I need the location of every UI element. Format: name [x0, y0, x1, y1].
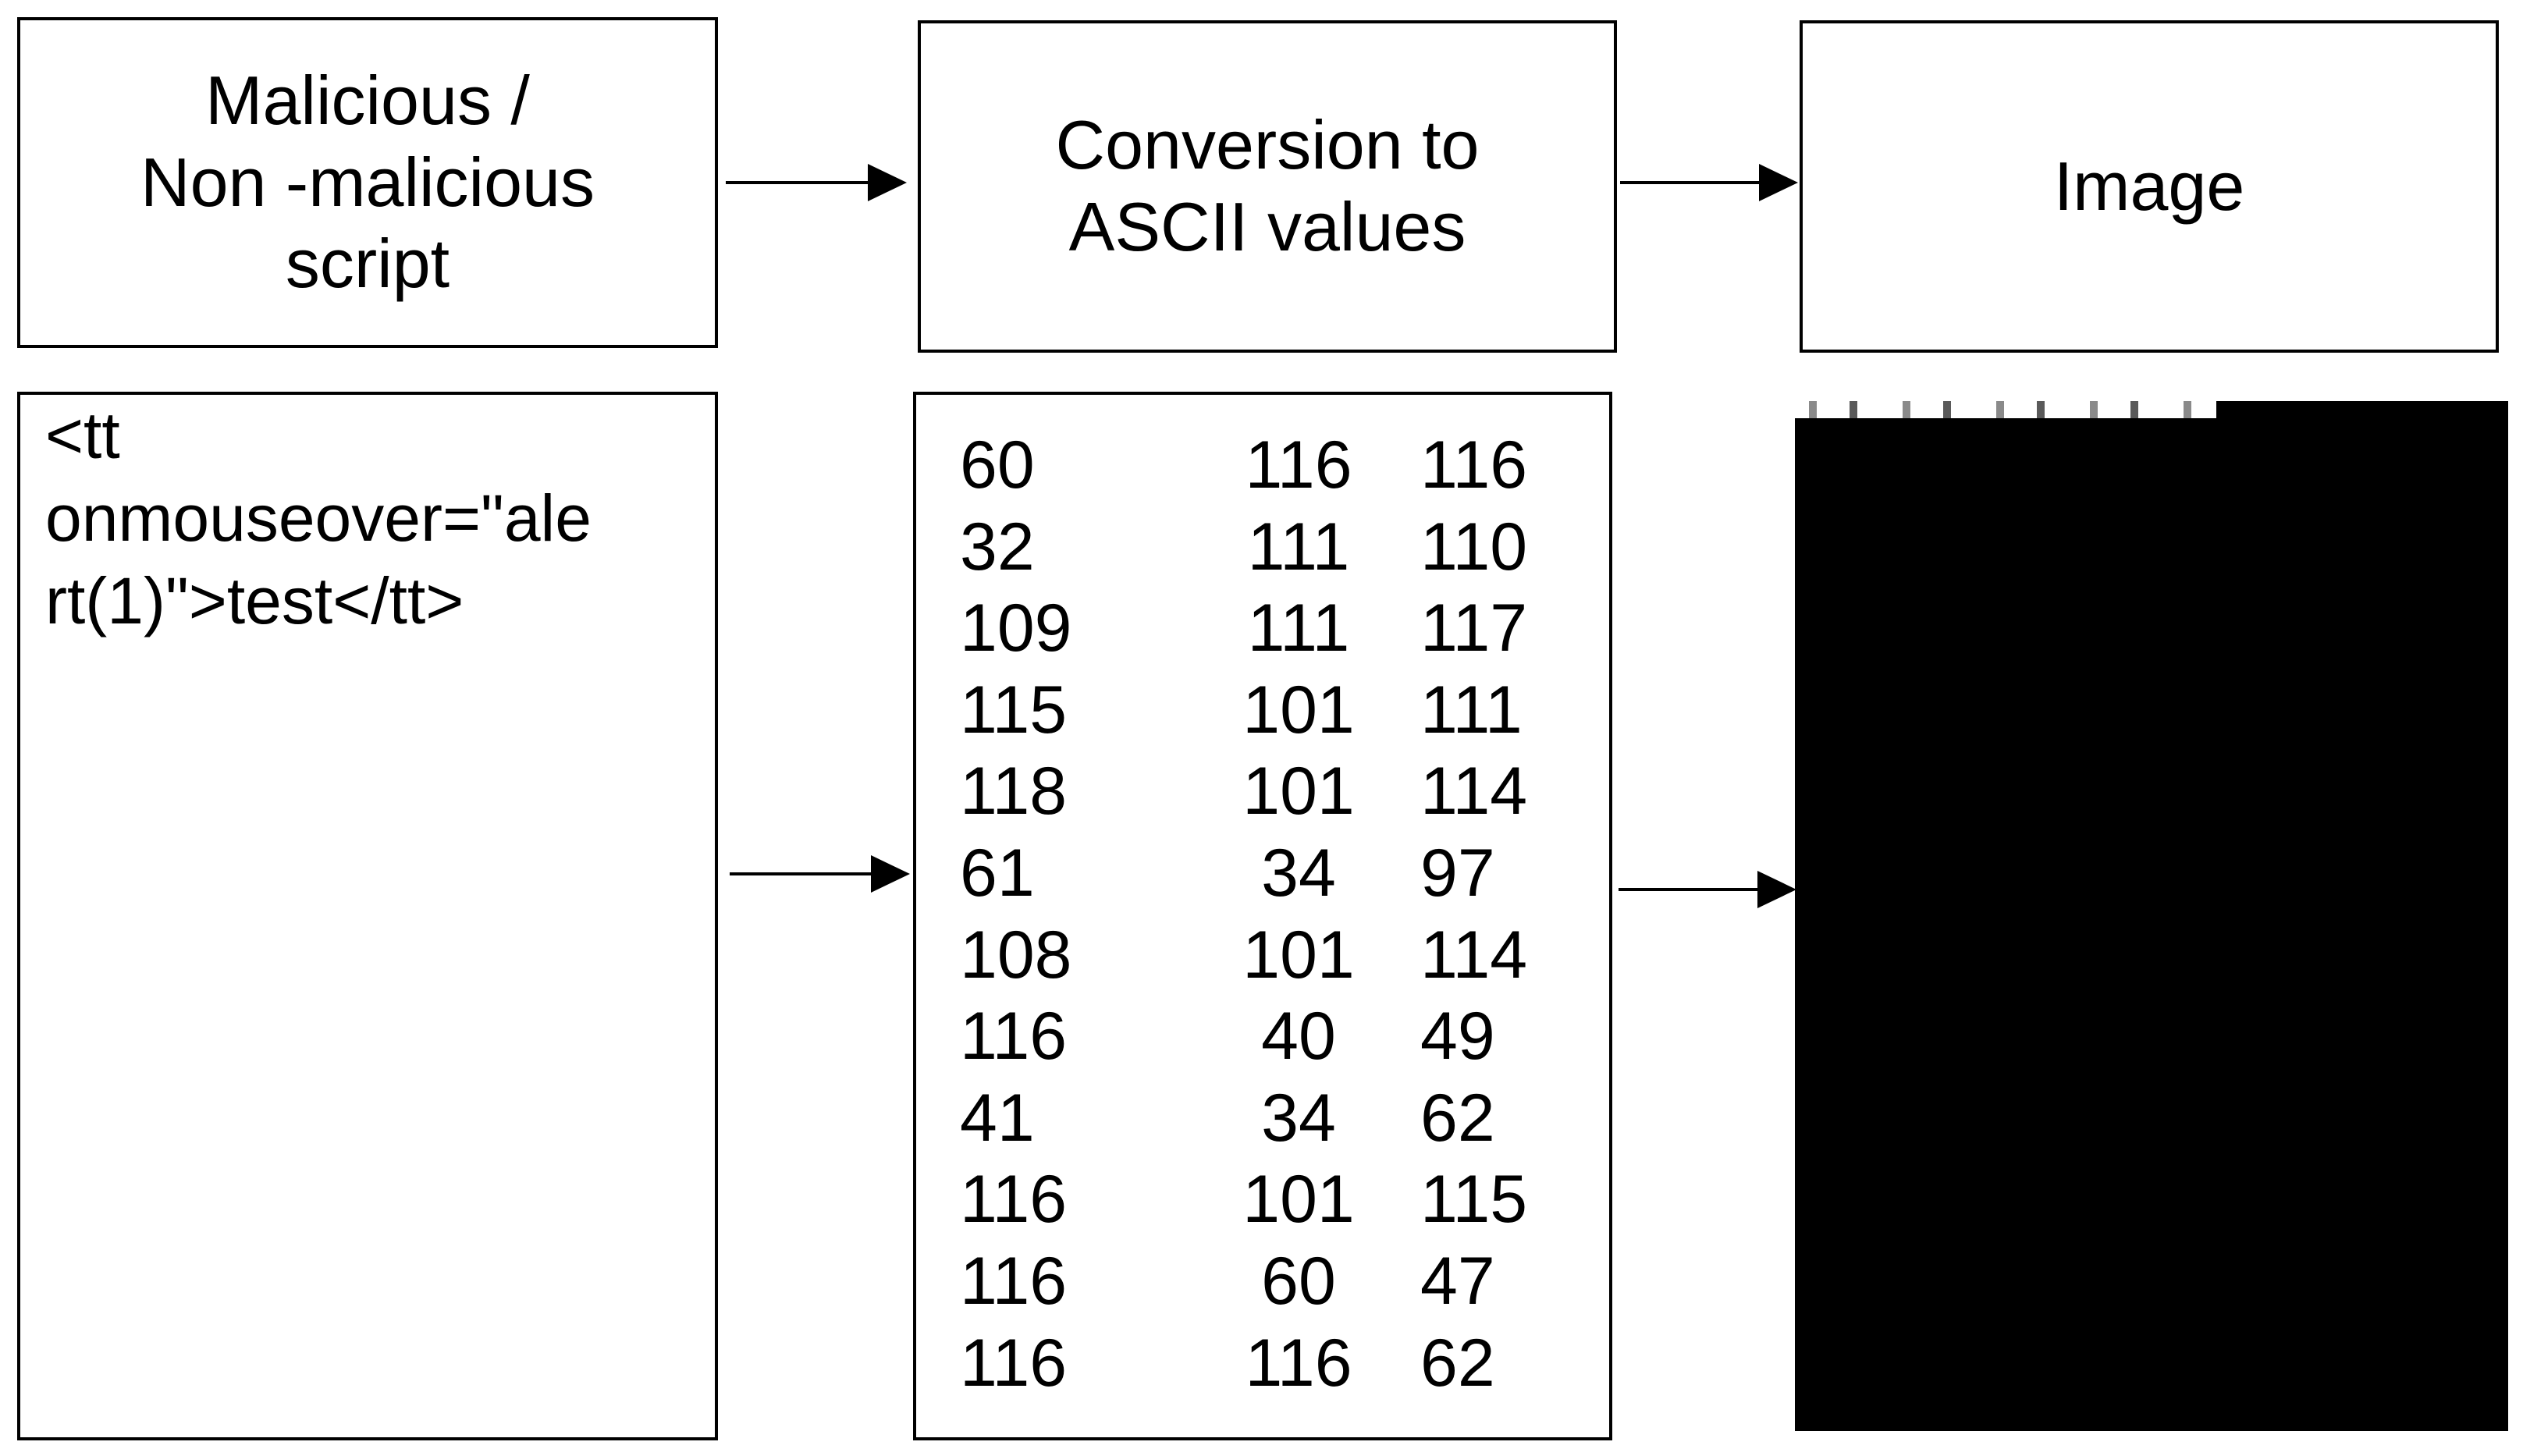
ascii-row: 32 111 110	[960, 506, 1659, 588]
ascii-value: 62	[1420, 1325, 1495, 1401]
ascii-value: 110	[1420, 509, 1528, 584]
ascii-row: 108 101 114	[960, 914, 1659, 996]
ascii-value: 116	[1245, 1325, 1352, 1401]
ascii-row: 118 101 114	[960, 751, 1659, 833]
ascii-value: 40	[1261, 999, 1336, 1074]
ascii-row: 116 116 62	[960, 1323, 1659, 1405]
ascii-value: 117	[1420, 591, 1528, 666]
ascii-value: 116	[960, 1325, 1068, 1401]
script-type-box: Malicious / Non -malicious script	[17, 17, 718, 348]
ascii-value: 101	[1242, 917, 1355, 993]
conversion-box: Conversion to ASCII values	[918, 20, 1617, 353]
ascii-value: 111	[1420, 672, 1523, 748]
ascii-value: 34	[1261, 1080, 1336, 1156]
ascii-row: 60 116 116	[960, 424, 1659, 506]
result-image-top-pixels	[1795, 401, 2216, 418]
sample-script-box	[17, 392, 718, 1440]
ascii-value: 116	[1420, 428, 1528, 502]
image-label: Image	[2053, 147, 2245, 225]
ascii-row: 41 34 62	[960, 1078, 1659, 1159]
ascii-value: 41	[960, 1080, 1035, 1156]
ascii-row: 116 101 115	[960, 1159, 1659, 1241]
ascii-value: 114	[1420, 754, 1528, 829]
ascii-value: 116	[1245, 428, 1352, 502]
ascii-row: 109 111 117	[960, 588, 1659, 669]
ascii-value: 61	[960, 835, 1035, 911]
ascii-value: 97	[1420, 835, 1495, 911]
ascii-value: 111	[1247, 591, 1350, 666]
ascii-value: 62	[1420, 1080, 1495, 1156]
ascii-value: 115	[1420, 1162, 1528, 1238]
result-image	[1795, 401, 2508, 1431]
arrow-to-result-image	[1619, 871, 1796, 908]
ascii-value: 60	[960, 428, 1035, 502]
sample-script-text: <tt onmouseover="ale rt(1)">test</tt>	[45, 399, 592, 637]
ascii-value: 60	[1261, 1243, 1336, 1319]
ascii-value: 116	[960, 1162, 1068, 1238]
arrow-to-ascii-values	[730, 855, 910, 893]
arrow-to-image	[1620, 164, 1798, 201]
conversion-label: Conversion to ASCII values	[1055, 106, 1480, 265]
image-header-box: Image	[1800, 20, 2499, 353]
ascii-value: 116	[960, 999, 1068, 1074]
ascii-value: 101	[1242, 672, 1355, 748]
arrow-to-conversion	[726, 164, 907, 201]
ascii-row: 61 34 97	[960, 833, 1659, 914]
ascii-row: 115 101 111	[960, 669, 1659, 751]
ascii-value: 116	[960, 1243, 1068, 1319]
ascii-value: 118	[960, 754, 1068, 829]
ascii-value: 109	[960, 591, 1072, 666]
ascii-value: 111	[1247, 509, 1350, 584]
ascii-value: 47	[1420, 1243, 1495, 1319]
ascii-row: 116 60 47	[960, 1241, 1659, 1323]
script-type-label: Malicious / Non -malicious script	[140, 61, 595, 303]
ascii-value: 101	[1242, 754, 1355, 829]
ascii-value: 49	[1420, 999, 1495, 1074]
ascii-value: 101	[1242, 1162, 1355, 1238]
ascii-value: 32	[960, 509, 1035, 584]
ascii-value: 34	[1261, 835, 1336, 911]
ascii-value: 115	[960, 672, 1068, 748]
ascii-value: 108	[960, 917, 1072, 993]
ascii-value: 114	[1420, 917, 1528, 993]
ascii-row: 116 40 49	[960, 996, 1659, 1078]
